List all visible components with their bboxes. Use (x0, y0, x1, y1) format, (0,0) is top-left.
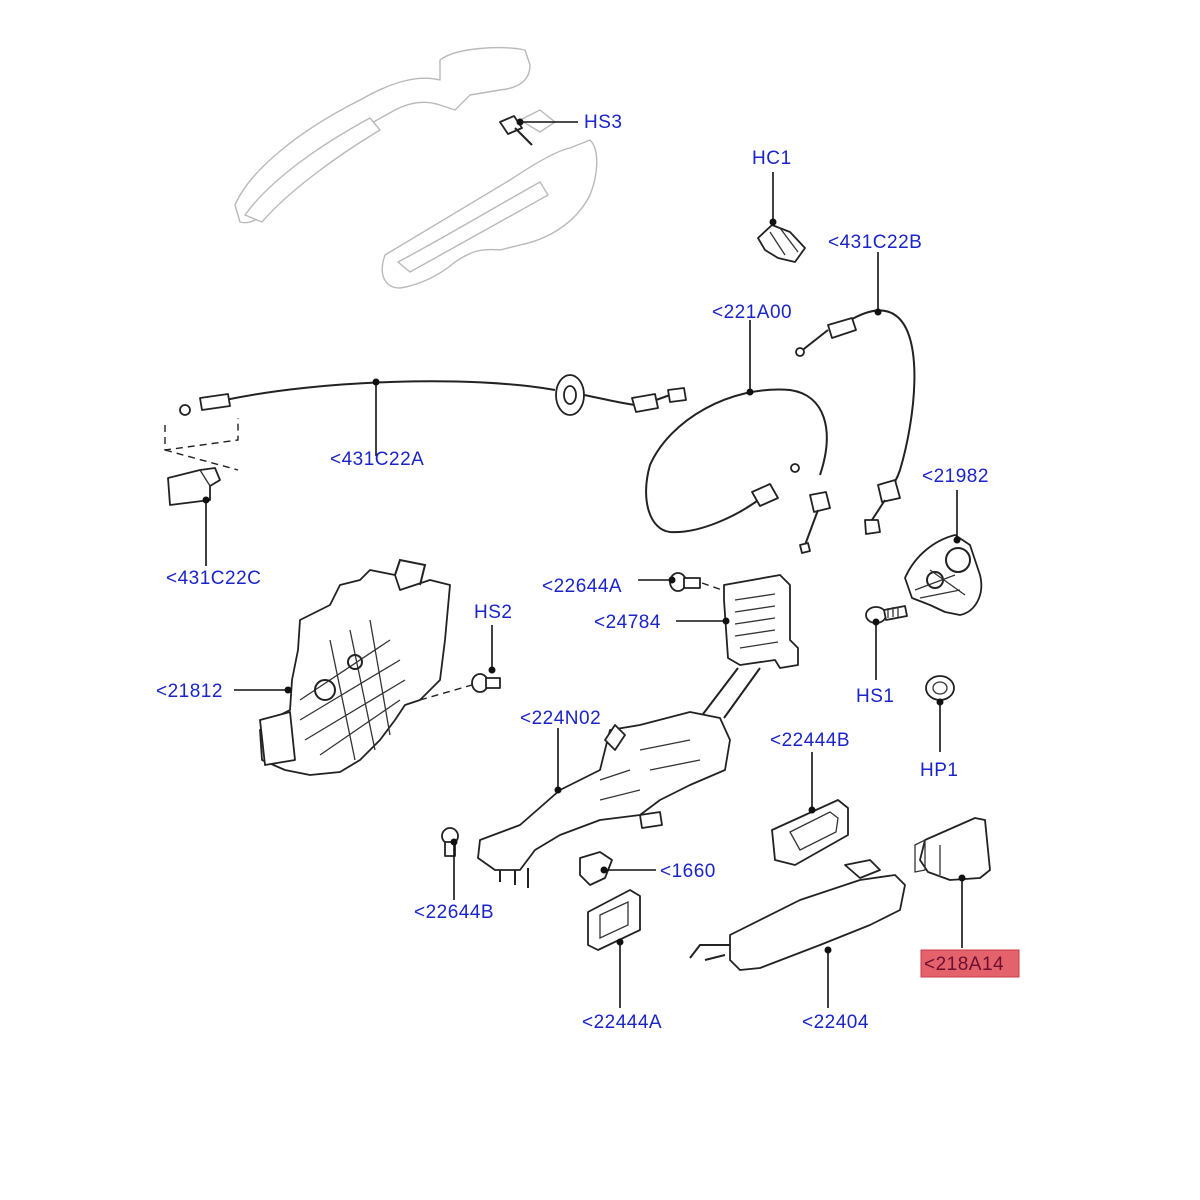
screw-hs1 (865, 605, 908, 624)
label-24784: <24784 (594, 612, 661, 633)
leader-dot-hs1 (872, 618, 880, 626)
leader-dot-431c22c (202, 496, 210, 504)
highlight-218a14 (920, 949, 1020, 978)
leader-dot-22644a (668, 576, 676, 584)
label-22444b: <22444B (770, 730, 850, 751)
leader-dot-22444a (616, 938, 624, 946)
label-431c22c: <431C22C (166, 568, 261, 589)
ghost-handle-outline (234, 46, 598, 289)
label-22644b: <22644B (414, 902, 494, 923)
cable-221a00 (645, 388, 831, 554)
leader-dot-22444b (808, 806, 816, 814)
label-22444a: <22444A (582, 1012, 662, 1033)
bracket-224n02 (477, 711, 731, 888)
screw-22644b (441, 827, 459, 857)
endcap-218a14 (914, 817, 991, 881)
leader-dot-21982 (953, 536, 961, 544)
label-1660: <1660 (660, 861, 716, 882)
label-hs1: HS1 (856, 686, 894, 707)
leader-dot-hs3 (516, 118, 524, 126)
latch-assembly-21812 (259, 558, 473, 776)
label-22644a: <22644A (542, 576, 622, 597)
handle-22404 (689, 859, 906, 971)
label-218a14: <218A14 (924, 954, 1004, 975)
label-hp1: HP1 (920, 760, 958, 781)
label-21812: <21812 (156, 681, 223, 702)
cable-431c22a (179, 374, 687, 416)
leader-dot-hp1 (936, 698, 944, 706)
label-431c22b: <431C22B (828, 232, 922, 253)
leader-dot-218a14 (958, 874, 966, 882)
label-hs3: HS3 (584, 112, 622, 133)
leader-dot-221a00 (746, 388, 754, 396)
screw-22644a (669, 572, 723, 592)
gasket-22444a (587, 889, 641, 951)
leader-dot-22644b (450, 838, 458, 846)
leader-dot-224n02 (554, 786, 562, 794)
plug-hp1 (925, 675, 955, 701)
clip-hc1 (757, 224, 806, 263)
clip-1660 (579, 851, 613, 886)
label-221a00: <221A00 (712, 302, 792, 323)
gasket-22444b (771, 799, 849, 866)
module-24784 (699, 574, 799, 719)
leader-dot-21812 (284, 686, 292, 694)
screw-hs3 (499, 115, 533, 146)
label-224n02: <224N02 (520, 708, 601, 729)
label-21982: <21982 (922, 466, 989, 487)
label-22404: <22404 (802, 1012, 869, 1033)
leader-dot-22404 (824, 946, 832, 954)
leader-dot-24784 (722, 617, 730, 625)
label-hs2: HS2 (474, 602, 512, 623)
leader-dot-431c22a (372, 378, 380, 386)
label-431c22a: <431C22A (330, 449, 424, 470)
label-hc1: HC1 (752, 148, 792, 169)
leader-dot-431c22b (874, 308, 882, 316)
leader-dot-hs2 (488, 666, 496, 674)
clip-431c22c (164, 418, 239, 506)
leader-dot-1660 (600, 866, 608, 874)
bracket-21982 (904, 534, 983, 616)
leader-dot-hc1 (769, 218, 777, 226)
cable-431c22b (795, 309, 916, 535)
screw-hs2 (471, 673, 501, 693)
